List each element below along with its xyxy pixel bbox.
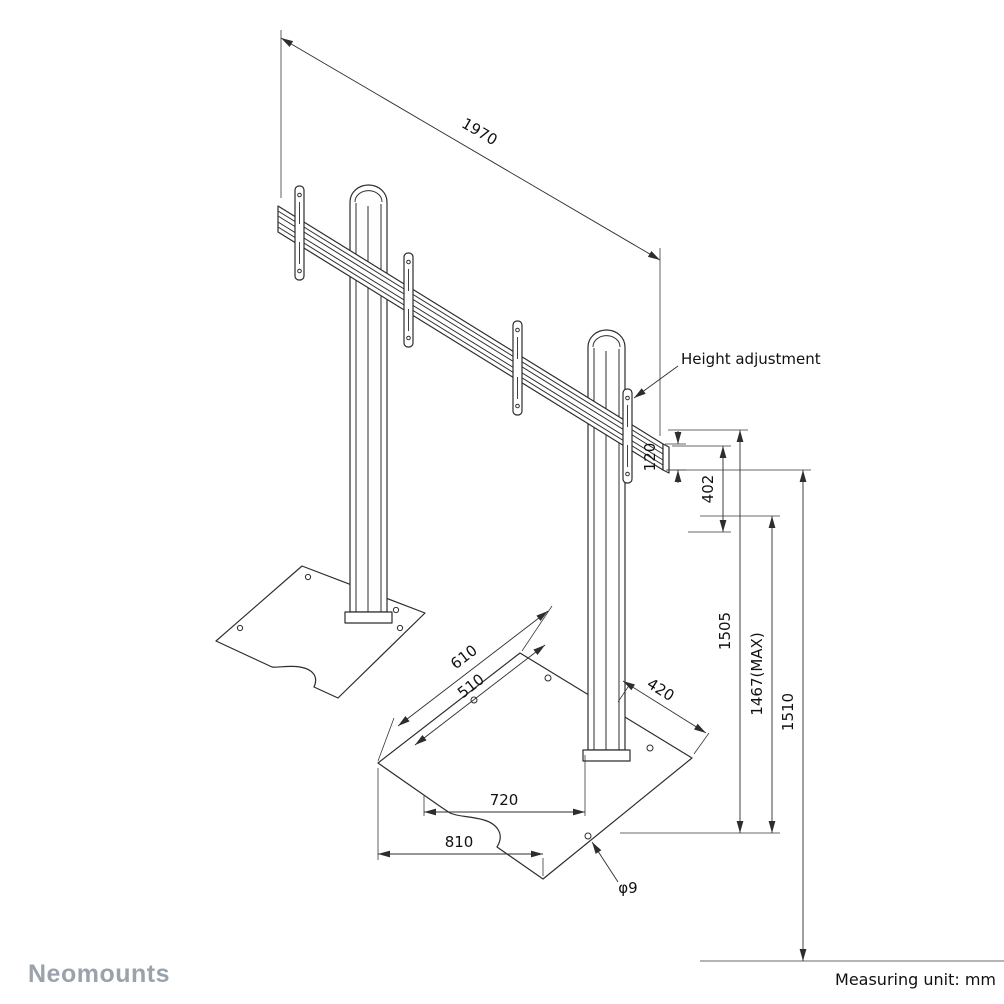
dim-adjustment-range: 402 xyxy=(672,445,731,533)
dim-max-height: 1467(MAX) xyxy=(700,515,780,833)
height-adjustment-callout: Height adjustment xyxy=(633,350,821,399)
left-column-profile-lines xyxy=(354,190,383,612)
mounting-rail xyxy=(277,205,670,474)
height-adjustment-label: Height adjustment xyxy=(681,350,821,368)
hole-diameter-label: φ9 xyxy=(618,879,637,897)
extension-lines xyxy=(666,469,1004,962)
brand-logo: Neomounts xyxy=(28,960,170,988)
screen-bracket xyxy=(622,388,633,484)
bracket-hole xyxy=(625,471,630,477)
left-base-plate-outline xyxy=(215,565,426,699)
right-column-foot xyxy=(582,749,631,762)
bracket-hole xyxy=(625,395,630,401)
screw-hole xyxy=(584,832,592,840)
dim-column-height: 1505 xyxy=(620,429,780,834)
dim-total-height: 1510 xyxy=(666,469,1004,962)
screw-hole xyxy=(304,573,312,581)
bracket-hole xyxy=(297,268,302,274)
bracket-strip xyxy=(294,185,305,281)
left-base-plate xyxy=(215,565,426,699)
column-height-label: 1505 xyxy=(716,612,734,650)
rail-profile-lines xyxy=(277,210,664,466)
bracket-strip xyxy=(622,388,633,484)
dimension-line xyxy=(280,37,661,261)
dim-base-width-outer: 810 xyxy=(377,768,544,876)
screen-bracket xyxy=(294,185,305,281)
dimension-line xyxy=(622,680,707,734)
base-offset-label: 420 xyxy=(644,675,678,705)
screw-hole xyxy=(236,624,244,632)
screen-bracket xyxy=(512,320,523,416)
rail-end-cap xyxy=(662,443,670,474)
leader-line xyxy=(633,365,679,399)
extension-lines xyxy=(377,768,544,876)
hole-diameter-callout: φ9 xyxy=(591,841,638,897)
stand-structure xyxy=(215,184,693,880)
extension-lines xyxy=(620,429,780,834)
total-height-label: 1510 xyxy=(779,693,797,731)
base-width-inner-label: 720 xyxy=(490,791,519,809)
bracket-hole xyxy=(406,335,411,341)
screen-bracket xyxy=(403,252,414,348)
bracket-hole xyxy=(515,403,520,409)
bracket-strip xyxy=(512,320,523,416)
rail-profile-height-label: 120 xyxy=(641,443,659,472)
right-column-profile-lines xyxy=(592,335,621,750)
dim-base-width-inner: 720 xyxy=(423,755,586,816)
dimension-annotations: 1970 120 402 1505 1467(MAX) xyxy=(280,30,1004,962)
dimension-line xyxy=(414,644,546,746)
max-height-label: 1467(MAX) xyxy=(748,632,766,715)
bracket-hole xyxy=(515,327,520,333)
bracket-hole xyxy=(406,259,411,265)
measuring-unit-label: Measuring unit: mm xyxy=(835,970,996,989)
bracket-strip xyxy=(403,252,414,348)
leader-line xyxy=(591,841,619,883)
bracket-hole xyxy=(297,192,302,198)
base-width-outer-label: 810 xyxy=(445,833,474,851)
screw-hole xyxy=(646,744,654,752)
screw-hole xyxy=(392,606,400,614)
left-column-foot xyxy=(344,611,393,624)
adjustment-range-label: 402 xyxy=(699,475,717,504)
screw-hole xyxy=(396,624,404,632)
screw-hole xyxy=(544,674,552,682)
rail-width-label: 1970 xyxy=(459,114,501,149)
base-depth-outer-label: 610 xyxy=(447,641,481,673)
dim-rail-profile-height: 120 xyxy=(641,431,686,483)
left-column xyxy=(344,184,393,624)
